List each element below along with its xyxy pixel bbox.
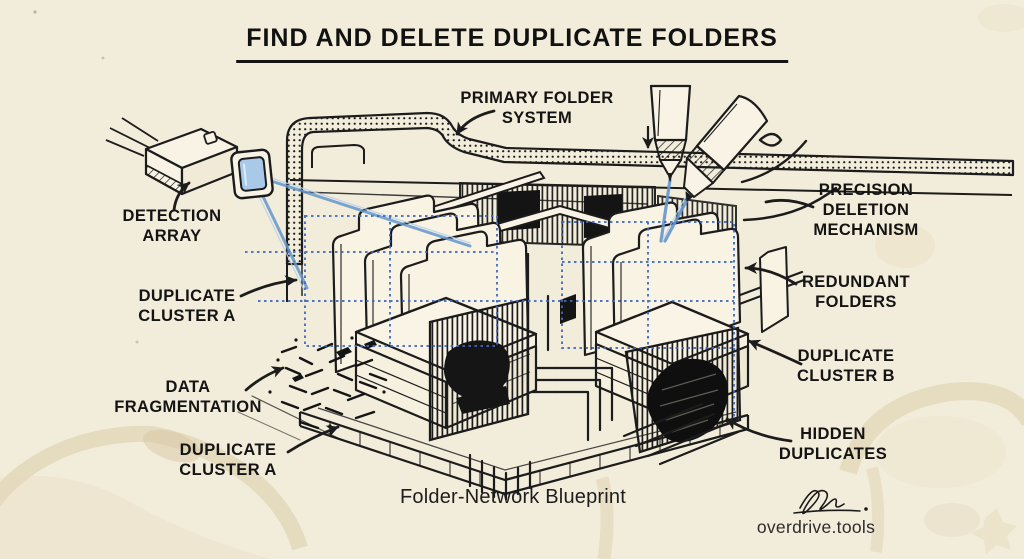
label-data-fragmentation: DATA FRAGMENTATION bbox=[114, 378, 262, 416]
label-primary-folder-system: PRIMARY FOLDER SYSTEM bbox=[460, 89, 614, 127]
label-duplicate-cluster-b: DUPLICATE CLUSTER B bbox=[796, 347, 896, 385]
diagram-caption: Folder-Network Blueprint bbox=[400, 486, 626, 508]
hidden-duplicates-mass bbox=[624, 326, 742, 454]
label-hidden-duplicates: HIDDEN DUPLICATES bbox=[778, 425, 888, 463]
brand-site: overdrive.tools bbox=[756, 517, 876, 537]
circuit-traces-front bbox=[468, 366, 740, 501]
diagram-title: FIND AND DELETE DUPLICATE FOLDERS bbox=[236, 24, 788, 63]
scan-beams bbox=[254, 174, 690, 291]
callout-arrows bbox=[172, 109, 815, 454]
detection-camera bbox=[105, 117, 274, 200]
dark-window-left bbox=[428, 297, 530, 442]
paper-stains bbox=[0, 4, 1024, 559]
label-redundant-folders: REDUNDANT FOLDERS bbox=[801, 273, 911, 311]
label-detection-array: DETECTION ARRAY bbox=[122, 207, 222, 245]
artist-signature bbox=[793, 489, 868, 515]
label-duplicate-cluster-a-top: DUPLICATE CLUSTER A bbox=[138, 287, 236, 325]
precision-deletion-pens bbox=[642, 84, 838, 222]
label-duplicate-cluster-a-bottom: DUPLICATE CLUSTER A bbox=[179, 441, 277, 479]
label-precision-deletion-mechanism: PRECISION DELETION MECHANISM bbox=[813, 181, 919, 239]
selection-grid bbox=[245, 215, 735, 420]
